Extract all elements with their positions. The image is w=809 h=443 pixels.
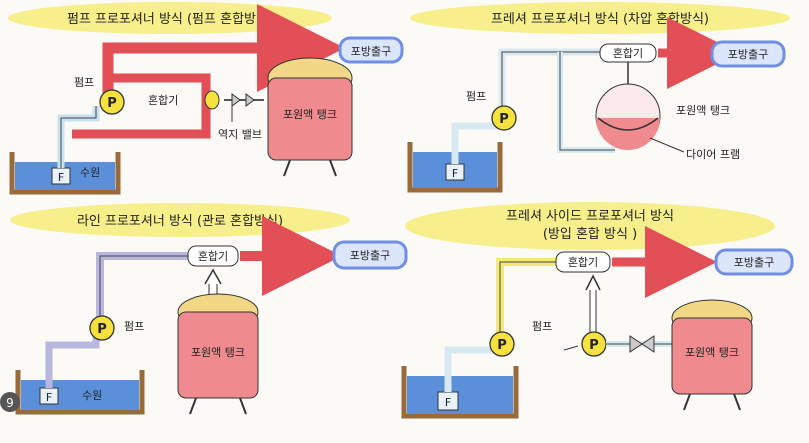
panel-pump-proportioner: 펌프 프로포셔너 방식 (펌프 혼합방식) F 수원 P 펌프 혼합기 역지 밸… [8, 2, 404, 195]
page-badge[interactable] [0, 392, 20, 412]
svg-text:P: P [589, 338, 599, 353]
valve-icon [629, 335, 643, 353]
panel-title: 프레셔 프로포셔너 방식 (차압 혼합방식) [491, 12, 709, 27]
foam-outlet-label: 포방출구 [350, 249, 390, 262]
valve-label: 역지 밸브 [218, 128, 262, 141]
pump-icon [99, 89, 125, 115]
panel-title: 라인 프로포셔너 방식 (관로 혼합방식) [77, 214, 283, 229]
water-basin [401, 366, 519, 419]
svg-text:P: P [107, 96, 117, 111]
water-source-label: 수원 [80, 166, 100, 179]
foam-outlet-label: 포방출구 [351, 45, 391, 58]
suction-pipe [444, 346, 494, 392]
mixer-label: 혼합기 [148, 94, 178, 107]
tank-label: 포원액 탱크 [191, 346, 245, 359]
svg-text:P: P [499, 112, 509, 127]
pump-icon [89, 315, 115, 341]
pump-label: 펌프 [124, 320, 144, 333]
mixer-icon [204, 90, 220, 110]
tank-body [177, 311, 259, 399]
tank-label: 포원액 탱크 [676, 104, 730, 117]
pump-label: 펌프 [74, 76, 94, 89]
return-pipe [72, 73, 211, 139]
water-basin [9, 152, 121, 195]
pointer-arrow [563, 345, 579, 351]
panel-line-proportioner: 라인 프로포셔너 방식 (관로 혼합방식) F 수원 P 펌프 혼합기 포방출구… [10, 203, 408, 415]
panel-title: 펌프 프로포셔너 방식 (펌프 혼합방식) [67, 12, 273, 27]
water [21, 380, 139, 410]
foam-outlet-box [332, 240, 408, 270]
water [407, 376, 513, 414]
diaphragm-line [597, 117, 659, 131]
water-source-label: 수원 [82, 389, 102, 402]
water-basin [15, 370, 145, 415]
foam-outlet-label: 포방출구 [728, 48, 768, 61]
panel-title-bubble [8, 2, 332, 34]
foam-outlet-label: 포방출구 [734, 256, 774, 269]
pump-label: 펌프 [532, 320, 552, 333]
mixer-label: 혼합기 [198, 250, 228, 263]
tank-body [671, 317, 753, 395]
panel-title: 프레셔 사이드 프로포셔너 방식 [506, 209, 674, 224]
mixer-label: 혼합기 [568, 256, 598, 269]
discharge-pipe [498, 48, 600, 110]
strainer-label: F [445, 396, 451, 409]
panel-subtitle: (방입 혼합 방식 ) [543, 227, 637, 242]
pump-label: 펌프 [466, 90, 486, 103]
strainer-label: F [58, 171, 64, 184]
page-badge-label: 9 [6, 396, 14, 410]
suction-pipe [45, 336, 100, 388]
foam-outlet-box [338, 36, 404, 64]
strainer-label: F [46, 391, 52, 404]
water-basin [407, 142, 503, 193]
strainer-label: F [452, 167, 458, 180]
mixer-box [555, 251, 611, 273]
svg-text:P: P [97, 322, 107, 337]
mixer-box [187, 245, 239, 267]
tank-label: 포원액 탱크 [685, 346, 739, 359]
foam-outlet-box [714, 248, 794, 276]
panel-pressure-side-proportioner: 프레셔 사이드 프로포셔너 방식 (방입 혼합 방식 ) F P 펌프 혼합기 … [401, 202, 794, 419]
tank-label: 포원액 탱크 [283, 108, 337, 121]
mixer-label: 혼합기 [613, 47, 643, 60]
panel-pressure-proportioner: 프레셔 프로포셔너 방식 (차압 혼합방식) F P 펌프 혼합기 포방출구 포… [407, 2, 790, 193]
diaphragm-label: 다이어 프램 [686, 148, 740, 161]
water-pump-icon [489, 331, 515, 357]
foam-outlet-box [710, 40, 786, 68]
suction-pipe [451, 122, 502, 164]
svg-text:P: P [497, 338, 507, 353]
pump-icon [491, 105, 517, 131]
tank-body [267, 77, 353, 161]
discharge-pipe [96, 252, 188, 318]
